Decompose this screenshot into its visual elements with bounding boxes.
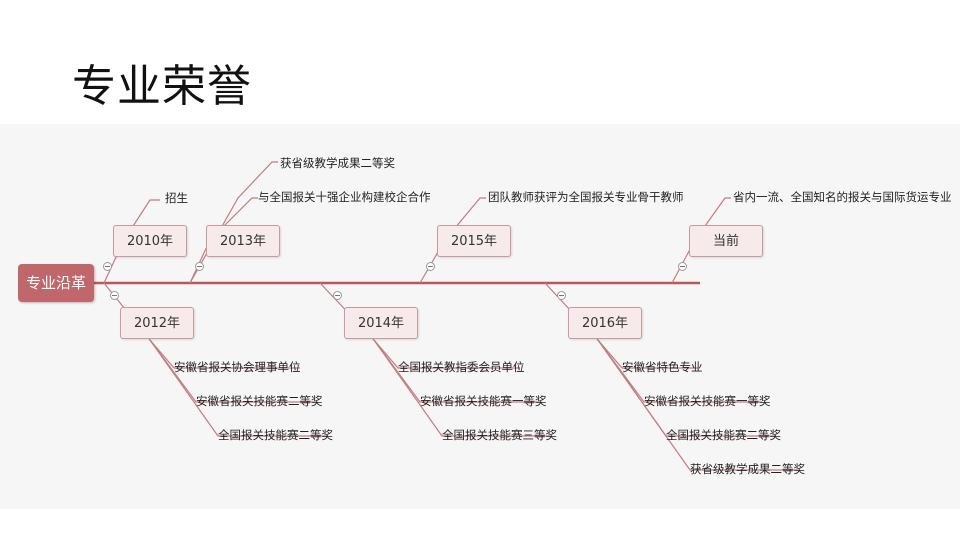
leaf-2013-1: 与全国报关十强企业构建校企合作 [258, 190, 431, 204]
collapse-toggle-icon[interactable] [557, 291, 566, 300]
collapse-toggle-icon[interactable] [110, 291, 119, 300]
leaf-2016-2: 全国报关技能赛二等奖 [666, 428, 781, 442]
leaf-2014-1: 安徽省报关技能赛一等奖 [420, 394, 547, 408]
year-node-2014[interactable]: 2014年 [344, 307, 418, 339]
leaf-2010-0: 招生 [165, 191, 188, 205]
root-node[interactable]: 专业沿革 [18, 264, 94, 302]
page-title: 专业荣誉 [72, 61, 252, 112]
collapse-toggle-icon[interactable] [426, 262, 435, 271]
leaf-2014-0: 全国报关教指委会员单位 [398, 360, 525, 374]
year-node-2015[interactable]: 2015年 [437, 225, 511, 257]
year-node-current[interactable]: 当前 [689, 225, 763, 257]
leaf-2012-1: 安徽省报关技能赛二等奖 [196, 394, 323, 408]
year-node-2016[interactable]: 2016年 [568, 307, 642, 339]
leaf-2016-3: 获省级教学成果二等奖 [690, 462, 805, 476]
collapse-toggle-icon[interactable] [195, 262, 204, 271]
leaf-2012-2: 全国报关技能赛二等奖 [218, 428, 333, 442]
collapse-toggle-icon[interactable] [103, 262, 112, 271]
leaf-2016-1: 安徽省报关技能赛一等奖 [644, 394, 771, 408]
leaf-2015-0: 团队教师获评为全国报关专业骨干教师 [488, 190, 684, 204]
year-node-2012[interactable]: 2012年 [120, 307, 194, 339]
leaf-2012-0: 安徽省报关协会理事单位 [174, 360, 301, 374]
collapse-toggle-icon[interactable] [333, 291, 342, 300]
leaf-current-0: 省内一流、全国知名的报关与国际货运专业 [733, 190, 952, 204]
leaf-2014-2: 全国报关技能赛三等奖 [442, 428, 557, 442]
collapse-toggle-icon[interactable] [678, 262, 687, 271]
leaf-2016-0: 安徽省特色专业 [622, 360, 703, 374]
leaf-2013-0: 获省级教学成果二等奖 [280, 156, 395, 170]
year-node-2013[interactable]: 2013年 [206, 225, 280, 257]
year-node-2010[interactable]: 2010年 [113, 225, 187, 257]
